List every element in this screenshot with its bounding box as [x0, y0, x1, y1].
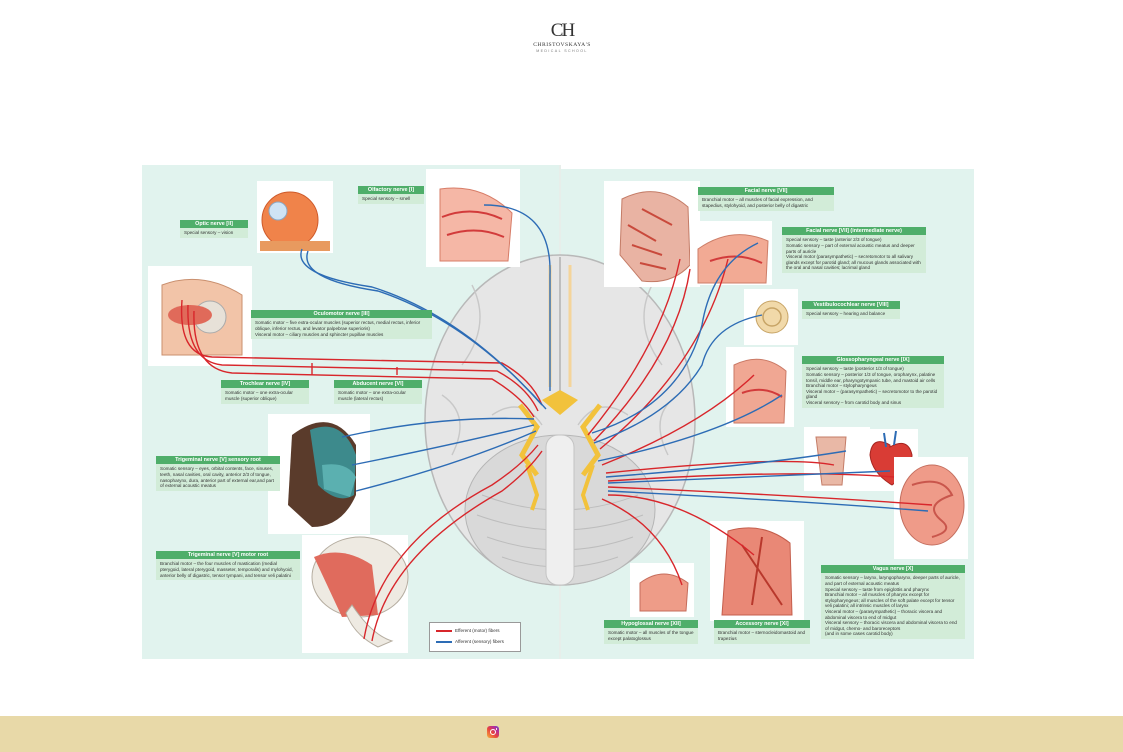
- optic-nerve-text: Special sensory – vision: [184, 230, 234, 236]
- abducent-nerve-box: Abducent nerve [VI] Somatic motor – one …: [334, 380, 422, 404]
- thumbnail-orbit: [148, 266, 252, 366]
- footer-bar: [0, 716, 1123, 752]
- thumbnail-head-side: [268, 414, 370, 534]
- thumbnail-skull-masseter: [302, 535, 409, 653]
- hypoglossal-nerve-text: Somatic motor – all muscles of the tongu…: [608, 630, 694, 641]
- hypoglossal-nerve-title: Hypoglossal nerve [XII]: [604, 620, 698, 629]
- logo-subtitle: MEDICAL SCHOOL: [536, 49, 588, 53]
- logo-name: CHRISTOVSKAYA'S: [533, 42, 591, 48]
- oculomotor-nerve-text: Somatic motor – five extra-ocular muscle…: [255, 320, 421, 337]
- accessory-nerve-box: Accessory nerve [XI] Branchial motor – s…: [714, 620, 810, 644]
- cranial-nerves-poster: Olfactory nerve [I] Special sensory – sm…: [142, 165, 974, 659]
- trigeminal-sensory-box: Trigeminal nerve [V] sensory root Somati…: [156, 456, 280, 491]
- olfactory-nerve-box: Olfactory nerve [I] Special sensory – sm…: [358, 186, 424, 204]
- thumbnail-face-muscles: [604, 181, 700, 287]
- thumbnail-neck: [710, 521, 804, 621]
- facial-intermediate-text: Special sensory – taste (anterior 2/3 of…: [786, 237, 921, 271]
- olfactory-nerve-text: Special sensory – smell: [362, 196, 411, 202]
- afferent-fibers: [300, 204, 929, 512]
- facial-nerve-box: Facial nerve [VII] Branchial motor – all…: [698, 187, 834, 211]
- vestibulocochlear-nerve-title: Vestibulocochlear nerve [VIII]: [802, 301, 900, 310]
- facial-intermediate-title: Facial nerve [VII] (intermediate nerve): [782, 227, 926, 236]
- fiber-legend: Efferent (motor) fibers Afferent (sensor…: [429, 622, 521, 652]
- legend-afferent: Afferent (sensory) fibers: [436, 639, 504, 645]
- efferent-swatch: [436, 630, 452, 632]
- accessory-nerve-text: Branchial motor – sternocleidomastoid an…: [718, 630, 806, 641]
- vestibulocochlear-nerve-text: Special sensory – hearing and balance: [806, 311, 886, 317]
- school-logo: CH CHRISTOVSKAYA'S MEDICAL SCHOOL: [521, 20, 603, 54]
- vestibulocochlear-nerve-box: Vestibulocochlear nerve [VIII] Special s…: [802, 301, 900, 319]
- thumbnail-nasal-cavity: [426, 169, 520, 267]
- trochlear-nerve-title: Trochlear nerve [IV]: [221, 380, 309, 389]
- vagus-nerve-box: Vagus nerve [X] Somatic sensory – larynx…: [821, 565, 965, 639]
- legend-afferent-label: Afferent (sensory) fibers: [455, 639, 504, 644]
- thumbnail-pharynx: [726, 347, 794, 427]
- trigeminal-sensory-title: Trigeminal nerve [V] sensory root: [156, 456, 280, 465]
- legend-efferent: Efferent (motor) fibers: [436, 628, 500, 634]
- abducent-nerve-text: Somatic motor – one extra-ocular muscle …: [338, 390, 406, 401]
- glossopharyngeal-nerve-text: Special sensory – taste (posterior 1/3 o…: [806, 366, 938, 405]
- thumbnail-tongue: [630, 563, 694, 617]
- trigeminal-motor-title: Trigeminal nerve [V] motor root: [156, 551, 300, 560]
- thumbnail-intestines: [894, 457, 968, 559]
- hypoglossal-nerve-box: Hypoglossal nerve [XII] Somatic motor – …: [604, 620, 698, 644]
- optic-nerve-box: Optic nerve [II] Special sensory – visio…: [180, 220, 248, 238]
- abducent-nerve-title: Abducent nerve [VI]: [334, 380, 422, 389]
- facial-nerve-title: Facial nerve [VII]: [698, 187, 834, 196]
- instagram-icon[interactable]: [487, 726, 499, 738]
- oculomotor-nerve-title: Oculomotor nerve [III]: [251, 310, 432, 319]
- oculomotor-nerve-box: Oculomotor nerve [III] Somatic motor – f…: [251, 310, 432, 340]
- vagus-nerve-title: Vagus nerve [X]: [821, 565, 965, 574]
- afferent-swatch: [436, 641, 452, 643]
- thumbnail-mouth-section: [690, 221, 772, 285]
- olfactory-nerve-title: Olfactory nerve [I]: [358, 186, 424, 195]
- trigeminal-motor-box: Trigeminal nerve [V] motor root Branchia…: [156, 551, 300, 581]
- trochlear-nerve-text: Somatic motor – one extra-ocular muscle …: [225, 390, 293, 401]
- efferent-fibers: [180, 258, 933, 642]
- trigeminal-sensory-text: Somatic sensory – eyes, orbital contents…: [160, 466, 274, 489]
- vagus-nerve-text: Somatic sensory – larynx, laryngopharynx…: [825, 575, 960, 637]
- facial-intermediate-box: Facial nerve [VII] (intermediate nerve) …: [782, 227, 926, 273]
- facial-nerve-text: Branchial motor – all muscles of facial …: [702, 197, 813, 208]
- glossopharyngeal-nerve-box: Glossopharyngeal nerve [IX] Special sens…: [802, 356, 944, 408]
- optic-nerve-title: Optic nerve [II]: [180, 220, 248, 229]
- trigeminal-motor-text: Branchial motor – the four muscles of ma…: [160, 561, 293, 578]
- trochlear-nerve-box: Trochlear nerve [IV] Somatic motor – one…: [221, 380, 309, 404]
- thumbnail-larynx: [804, 427, 870, 491]
- logo-monogram: CH: [550, 20, 575, 41]
- accessory-nerve-title: Accessory nerve [XI]: [714, 620, 810, 629]
- legend-efferent-label: Efferent (motor) fibers: [455, 628, 500, 633]
- thumbnail-eye: [257, 181, 333, 253]
- glossopharyngeal-nerve-title: Glossopharyngeal nerve [IX]: [802, 356, 944, 365]
